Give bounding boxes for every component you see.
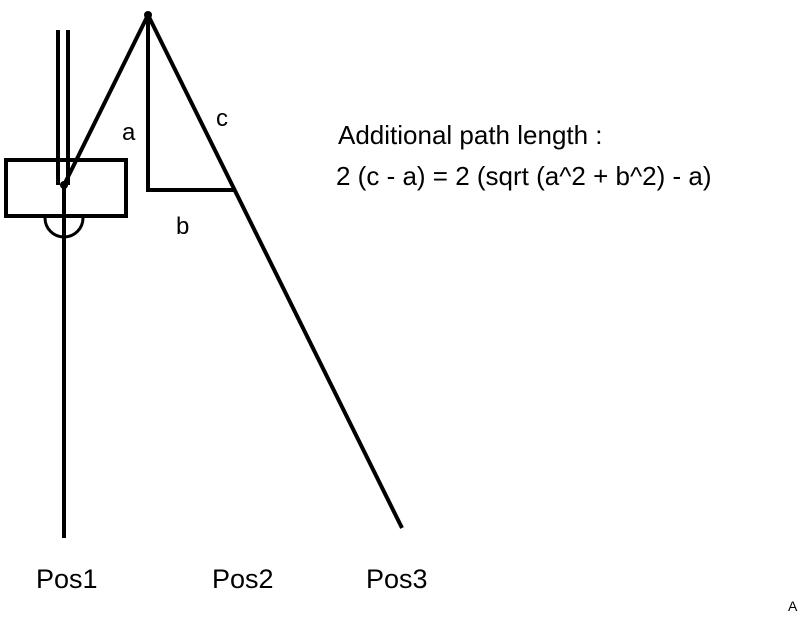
label-pos1: Pos1 <box>36 564 98 594</box>
hypotenuse-c-beam <box>146 14 404 529</box>
label-c: c <box>216 105 228 132</box>
formula-title: Additional path length : <box>338 120 603 150</box>
corner-label: A <box>788 598 798 614</box>
optical-block <box>4 158 128 218</box>
label-a: a <box>122 119 136 146</box>
pivot-arc <box>43 217 85 239</box>
left-diagonal-beam <box>62 14 150 186</box>
formula-expression: 2 (c - a) = 2 (sqrt (a^2 + b^2) - a) <box>336 161 712 191</box>
label-pos2: Pos2 <box>212 564 274 594</box>
label-pos3: Pos3 <box>366 564 428 594</box>
label-b: b <box>176 213 189 240</box>
